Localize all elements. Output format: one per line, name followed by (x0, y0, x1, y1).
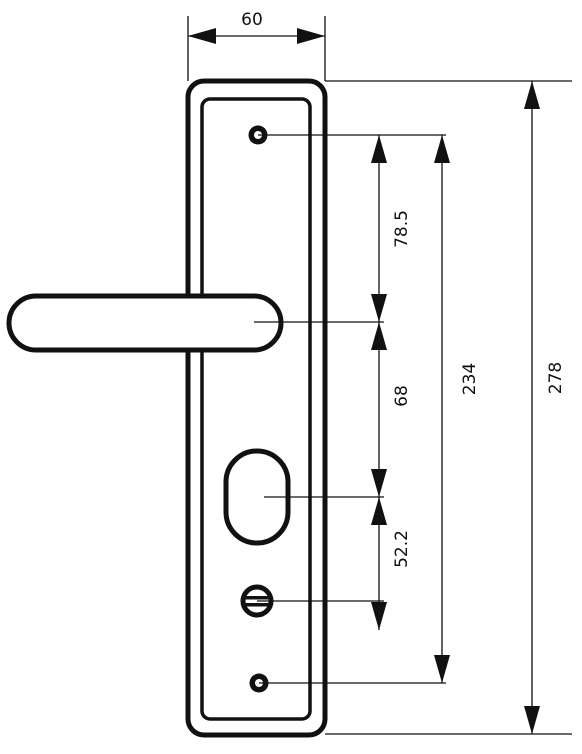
dim-screw-to-screw-arrow-bottom (434, 655, 450, 683)
dim-cylinder-to-thumbturn-arrow-top (371, 497, 387, 525)
dim-label-screw-to-screw: 234 (460, 363, 480, 395)
dim-label-plate-height: 278 (546, 362, 566, 394)
dim-plate-height-arrow-top (524, 81, 540, 109)
lever-handle (6, 293, 284, 353)
dim-plate-width-arrow-left (188, 28, 216, 44)
dim-cylinder-to-thumbturn-arrow-bottom (371, 602, 387, 630)
dim-plate-width-arrow-right (297, 28, 325, 44)
lever-handle-outline (6, 293, 284, 353)
plate-inner-outline (200, 97, 312, 721)
dimension-lines (188, 28, 540, 734)
dim-label-handle-to-cylinder: 68 (392, 385, 412, 407)
thumbturn-slot-bottom (244, 603, 271, 607)
extension-lines (187, 16, 572, 735)
escutcheon-plate (185, 78, 328, 738)
dim-handle-to-cylinder-arrow-bottom (371, 469, 387, 497)
dim-screw-to-handle-arrow-bottom (371, 294, 387, 322)
dim-label-screw-to-handle: 78.5 (392, 210, 412, 248)
dim-label-plate-width: 60 (241, 10, 263, 30)
dim-label-cylinder-to-thumbturn: 52.2 (392, 530, 412, 568)
plate-outer-outline (185, 78, 328, 738)
thumbturn-slot-top (244, 596, 271, 600)
dim-handle-to-cylinder-arrow-top (371, 322, 387, 350)
dim-plate-height-arrow-bottom (524, 706, 540, 734)
dim-screw-to-handle-arrow-top (371, 135, 387, 163)
dim-screw-to-screw-arrow-top (434, 135, 450, 163)
